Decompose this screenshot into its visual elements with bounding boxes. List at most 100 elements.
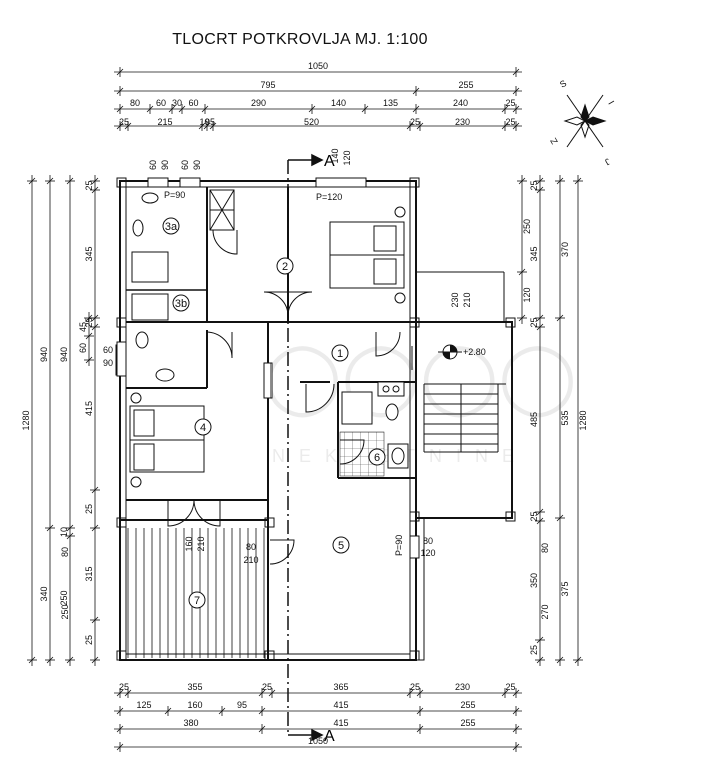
- window-dimension: 60: [180, 160, 190, 170]
- dimension-label: 25: [410, 117, 420, 127]
- dimension-label: 25: [529, 645, 539, 655]
- dimension-label: 415: [333, 718, 348, 728]
- window-note-top-left: P=90: [164, 190, 185, 200]
- section-line: [287, 153, 324, 742]
- dimension-label: 255: [458, 80, 473, 90]
- stair: [423, 383, 506, 453]
- dimension-label: 415: [84, 401, 94, 416]
- dimension-label: 230: [455, 682, 470, 692]
- dimension-label: 25: [119, 682, 129, 692]
- window-dimension: 140: [330, 148, 340, 163]
- room-7-label: 7: [194, 595, 200, 607]
- dimension-label: 255: [460, 700, 475, 710]
- room-3a-label: 3a: [165, 221, 178, 233]
- window-dimension: 80: [423, 536, 433, 546]
- dimension-label: 1280: [21, 410, 31, 430]
- dimension-label: 25: [529, 511, 539, 521]
- dimension-label: 30: [172, 98, 182, 108]
- dimension-label: 255: [460, 718, 475, 728]
- dimension-label: 140: [331, 98, 346, 108]
- door-dimension: 210: [462, 292, 472, 307]
- dimension-label: 10: [199, 117, 209, 127]
- dimension-label: 25: [505, 117, 515, 127]
- window-dimension: 60: [103, 345, 113, 355]
- dimension-label: 370: [560, 242, 570, 257]
- dimension-label: 240: [453, 98, 468, 108]
- dimension-label: 520: [304, 117, 319, 127]
- section-marker-bottom: A: [324, 728, 335, 745]
- side-dimension: 80: [540, 543, 550, 553]
- balcony-deck: [127, 528, 265, 658]
- level-mark-text: +2.80: [463, 347, 486, 357]
- dimension-label: 340: [39, 586, 49, 601]
- window-dimension: 90: [192, 160, 202, 170]
- dimension-label: 25: [529, 317, 539, 327]
- door-dimension: 160: [184, 536, 194, 551]
- dimension-label: 125: [136, 700, 151, 710]
- dimension-label: 365: [333, 682, 348, 692]
- dimension-label: 80: [130, 98, 140, 108]
- dimension-label: 355: [187, 682, 202, 692]
- section-marker-top: A: [324, 153, 335, 170]
- room-5-label: 5: [338, 540, 344, 552]
- window-note-top-right: P=120: [316, 192, 342, 202]
- room-1-label: 1: [337, 348, 343, 360]
- level-marker: [438, 344, 462, 360]
- dimension-label: 160: [187, 700, 202, 710]
- dimension-label: 95: [205, 117, 215, 127]
- window-dimension: 120: [342, 150, 352, 165]
- dimension-label: 10: [59, 527, 69, 537]
- dimension-label: 25: [505, 682, 515, 692]
- room-6-label: 6: [374, 452, 380, 464]
- room-3b-label: 3b: [175, 298, 187, 310]
- dimension-label: 25: [84, 504, 94, 514]
- dimension-label: 120: [522, 287, 532, 302]
- column-markers: [116, 177, 516, 661]
- dimension-label: 25: [505, 98, 515, 108]
- dimension-label: 380: [183, 718, 198, 728]
- dimension-label: 25: [410, 682, 420, 692]
- dimension-label: 25: [84, 635, 94, 645]
- dimension-label: 345: [84, 246, 94, 261]
- plan-title: TLOCRT POTKROVLJA MJ. 1:100: [172, 31, 428, 48]
- dimension-label: 215: [157, 117, 172, 127]
- side-dimension: 250: [60, 604, 70, 619]
- dimension-label: 375: [560, 581, 570, 596]
- compass-north: S: [558, 78, 568, 90]
- dimension-label: 250: [522, 219, 532, 234]
- compass-west: Z: [548, 136, 560, 146]
- compass-east: I: [606, 99, 616, 106]
- window-dimension: 90: [160, 160, 170, 170]
- dimension-label: 60: [156, 98, 166, 108]
- compass-icon: [563, 94, 607, 148]
- dimension-label: 315: [84, 566, 94, 581]
- dimension-label: 95: [237, 700, 247, 710]
- dimension-label: 795: [260, 80, 275, 90]
- room-4-label: 4: [200, 422, 206, 434]
- dimension-label: 415: [333, 700, 348, 710]
- door-dimension: 210: [243, 555, 258, 565]
- dimension-label: 45: [78, 322, 88, 332]
- dimension-label: 25: [262, 682, 272, 692]
- dimension-label: 25: [119, 117, 129, 127]
- dimension-label: 25: [529, 180, 539, 190]
- dimension-label: 940: [39, 347, 49, 362]
- side-dimension: 80: [60, 547, 70, 557]
- dimension-label: 350: [529, 573, 539, 588]
- dimension-label: 1280: [578, 410, 588, 430]
- window-note-right: P=90: [394, 535, 404, 556]
- room-2-label: 2: [282, 261, 288, 273]
- furniture: [129, 189, 409, 488]
- dimension-label: 485: [529, 412, 539, 427]
- dimension-label: 535: [560, 410, 570, 425]
- room-labels: [162, 217, 386, 609]
- compass-south: J: [603, 156, 612, 167]
- dimension-label: 230: [455, 117, 470, 127]
- side-dimension: 270: [540, 604, 550, 619]
- dimension-label: 1050: [308, 736, 328, 746]
- dimension-label: 135: [383, 98, 398, 108]
- dimension-label: 25: [84, 180, 94, 190]
- windows: [116, 177, 420, 559]
